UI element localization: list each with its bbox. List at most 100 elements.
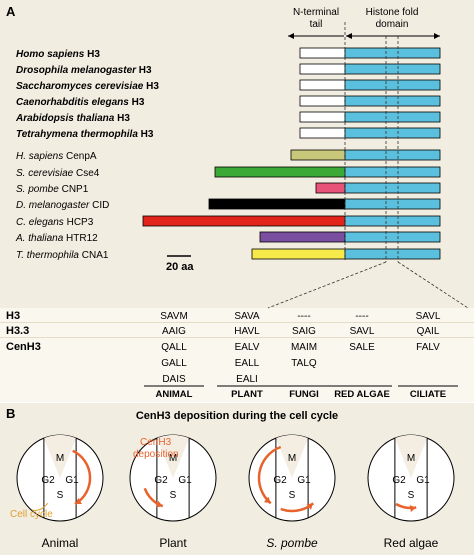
phase-s-label: S	[408, 490, 415, 501]
n-terminal-tail-bar	[142, 215, 346, 227]
phase-g1-label: G1	[297, 475, 311, 486]
phase-m-label: M	[169, 453, 177, 464]
histone-fold-bar	[344, 63, 441, 75]
n-terminal-tail-bar	[299, 63, 346, 75]
mitosis-sector	[156, 435, 190, 478]
cell-cycle-wheel: MG2 G1S S. pombe	[248, 434, 336, 550]
protein-name: HTR12	[63, 233, 98, 244]
cenh3-motif: SALE	[349, 342, 375, 353]
h3-motif: SAVL	[416, 311, 441, 322]
mitosis-sector	[275, 434, 309, 478]
histone-fold-bar	[344, 248, 441, 260]
cell-label: Animal	[42, 536, 79, 550]
cenh3-motif: EALI	[236, 374, 258, 385]
phase-s-label: S	[170, 490, 177, 501]
row-label-h33: H3.3	[6, 325, 29, 337]
protein-name: CNA1	[79, 250, 109, 261]
cenh3-motif: DAIS	[162, 374, 186, 385]
n-terminal-tail-bar	[299, 47, 346, 59]
species-name: Tetrahymena thermophila	[16, 129, 138, 140]
group-label: CILIATE	[410, 389, 446, 400]
species-name: T. thermophila	[16, 250, 79, 261]
h33-motif: QAIL	[417, 326, 440, 337]
cell-label: Plant	[159, 536, 187, 550]
group-label: FUNGI	[289, 389, 319, 400]
h3-protein-label: Saccharomyces cerevisiae H3	[16, 81, 159, 92]
protein-name: HCP3	[64, 217, 94, 228]
n-terminal-tail-bar	[259, 231, 346, 243]
h3-protein-label: Drosophila melanogaster H3	[16, 65, 152, 76]
deposition-arrow	[72, 449, 92, 506]
hfd-arrow-head-right	[434, 33, 440, 39]
species-name: S. pombe	[16, 184, 59, 195]
n-terminal-tail-bar	[299, 95, 346, 107]
species-name: D. melanogaster	[16, 200, 90, 211]
species-name: H. sapiens	[16, 151, 63, 162]
cenh3-motif: GALL	[161, 358, 187, 369]
group-label: ANIMAL	[156, 389, 193, 400]
h3-protein-label: Arabidopsis thaliana H3	[15, 113, 130, 124]
cenh3-protein-label: S. pombe CNP1	[16, 184, 89, 195]
motif-table: SAVMAAIGQALLGALLDAISANIMALSAVAHAVLEALVEA…	[144, 311, 458, 400]
protein-name: CenpA	[63, 151, 97, 162]
h3-motif: ----	[297, 311, 310, 322]
cell-cycle-annotation: Cell cycle	[10, 509, 53, 520]
hfd-label-line2: domain	[376, 19, 409, 30]
h3-motif: SAVA	[234, 311, 260, 322]
histone-fold-bar	[344, 215, 441, 227]
protein-name: H3	[138, 129, 154, 140]
cenh3-motif: MAIM	[291, 342, 317, 353]
phase-s-label: S	[57, 490, 64, 501]
histone-fold-bar	[344, 95, 441, 107]
cenh3-motif: TALQ	[291, 358, 317, 369]
phase-m-label: M	[407, 453, 415, 464]
n-terminal-tail-bar	[290, 149, 346, 161]
species-name: A. thaliana	[15, 233, 64, 244]
panel-b-title: CenH3 deposition during the cell cycle	[136, 410, 338, 422]
phase-m-label: M	[288, 453, 296, 464]
zoom-guide-right	[397, 261, 469, 309]
h3-protein-label: Tetrahymena thermophila H3	[16, 129, 154, 140]
histone-fold-bar	[344, 198, 441, 210]
deposition-arrow-head	[409, 505, 417, 512]
phase-m-label: M	[56, 453, 64, 464]
cell-cycle-annotation-pointer	[31, 502, 49, 511]
h3-motif: SAVM	[160, 311, 188, 322]
h33-motif: AAIG	[162, 326, 186, 337]
cell-cycle-wheel: MG2 G1S Animal	[16, 434, 104, 550]
panel-a-label: A	[6, 4, 16, 19]
nterm-arrow-head	[288, 33, 294, 39]
h33-motif: SAIG	[292, 326, 316, 337]
deposition-annotation-line1: CenH3	[140, 437, 172, 448]
zoom-guide-left	[267, 261, 387, 309]
protein-name: CNP1	[59, 184, 89, 195]
protein-name: H3	[129, 97, 145, 108]
species-name: Drosophila melanogaster	[16, 65, 137, 76]
n-terminal-tail-bar	[208, 198, 346, 210]
protein-name: H3	[114, 113, 130, 124]
row-label-h3: H3	[6, 310, 20, 322]
histone-fold-bar	[344, 127, 441, 139]
phase-g2-label: G2	[154, 475, 168, 486]
deposition-arrow-head	[75, 497, 82, 504]
group-label: RED ALGAE	[334, 389, 390, 400]
n-terminal-tail-bar	[315, 182, 346, 194]
phase-g1-label: G1	[65, 475, 79, 486]
species-name: Saccharomyces cerevisiae	[16, 81, 144, 92]
h3-motif: ----	[355, 311, 368, 322]
cenh3-protein-label: A. thaliana HTR12	[15, 233, 98, 244]
cenh3-motif: EALL	[235, 358, 260, 369]
n-terminal-tail-bar	[251, 248, 346, 260]
phase-g2-label: G2	[273, 475, 287, 486]
cell-label: Red algae	[384, 536, 439, 550]
histone-fold-bar	[344, 182, 441, 194]
phase-s-label: S	[289, 490, 296, 501]
deposition-arrow-head	[306, 503, 314, 510]
row-label-cenh3: CenH3	[6, 341, 41, 353]
species-name: S. cerevisiae	[16, 168, 74, 179]
cell-label: S. pombe	[266, 536, 318, 550]
phase-g2-label: G2	[41, 475, 55, 486]
